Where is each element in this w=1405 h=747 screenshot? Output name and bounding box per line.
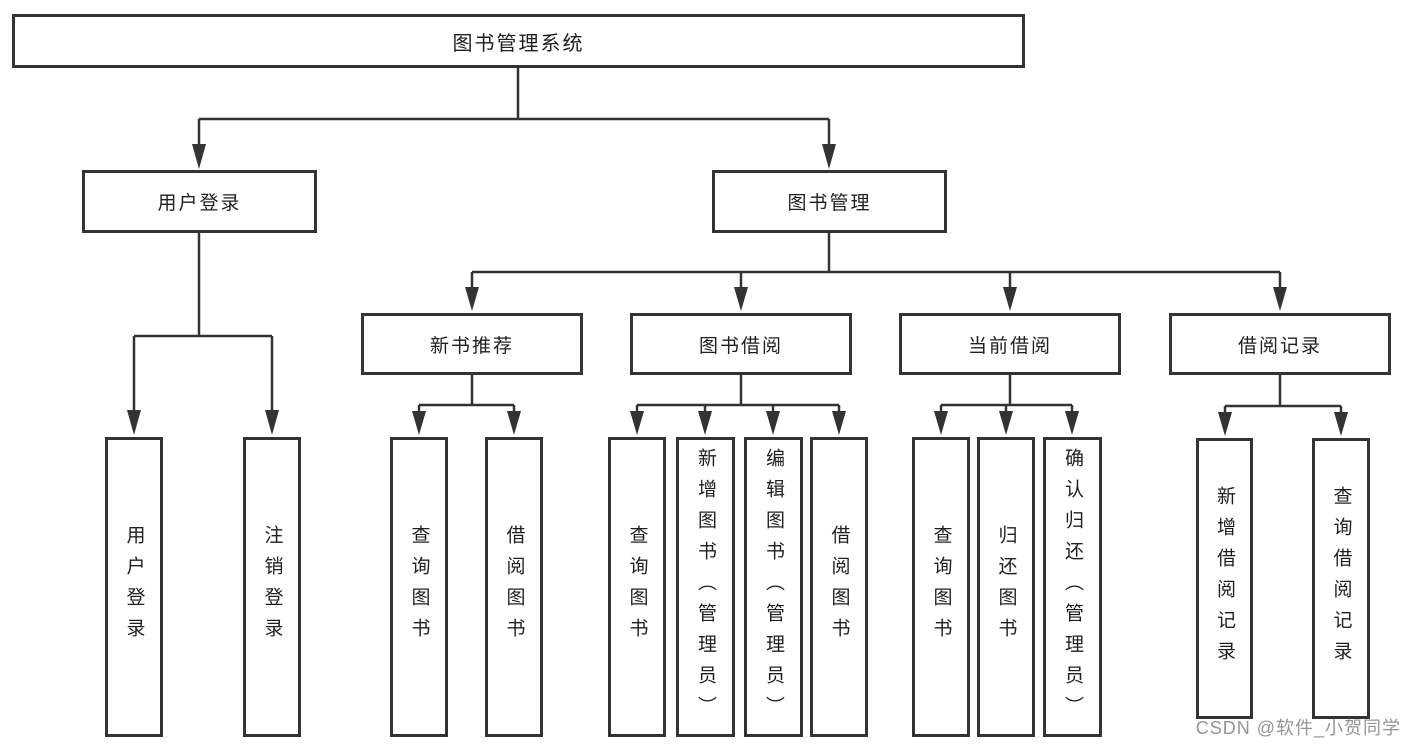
node-return-books-label: 归还图书 (995, 525, 1017, 649)
node-current-borrowing: 当前借阅 (899, 313, 1121, 375)
node-logout-label: 注销登录 (261, 525, 283, 649)
node-root: 图书管理系统 (12, 14, 1025, 68)
node-borrow-books: 借阅图书 (810, 437, 868, 737)
node-query-borrow-record-label: 查询借阅记录 (1330, 485, 1352, 672)
node-book-management-label: 图书管理 (787, 193, 872, 214)
node-user-login-label: 用户登录 (157, 193, 242, 214)
node-root-label: 图书管理系统 (452, 32, 585, 55)
node-query-borrow-record: 查询借阅记录 (1312, 438, 1370, 719)
node-new-book-recommend: 新书推荐 (361, 313, 583, 375)
node-edit-books-admin-label: 编辑图书（管理员） (763, 447, 784, 727)
connector-borrowing-records (1218, 375, 1348, 436)
connector-current-borrowing (934, 375, 1079, 435)
node-book-borrowing: 图书借阅 (630, 313, 852, 375)
node-query-books-borrowing-label: 查询图书 (626, 525, 648, 649)
node-borrow-books-recommend-label: 借阅图书 (503, 525, 525, 649)
node-add-books-admin-label: 新增图书（管理员） (695, 447, 716, 727)
node-borrow-books-recommend: 借阅图书 (485, 437, 543, 737)
connector-book-management (465, 233, 1287, 311)
node-query-books-current: 查询图书 (912, 437, 970, 737)
node-confirm-return-admin-label: 确认归还（管理员） (1062, 447, 1083, 727)
connector-new-book-recommend (412, 375, 521, 435)
node-query-books-borrowing: 查询图书 (608, 437, 666, 737)
node-add-borrow-record: 新增借阅记录 (1196, 438, 1253, 719)
node-add-books-admin: 新增图书（管理员） (676, 437, 735, 737)
node-borrow-books-label: 借阅图书 (828, 525, 850, 649)
node-borrowing-records-label: 借阅记录 (1237, 335, 1322, 357)
node-user-login-leaf: 用户登录 (105, 437, 163, 737)
node-user-login-leaf-label: 用户登录 (123, 525, 145, 649)
node-book-management: 图书管理 (712, 170, 947, 233)
node-user-login: 用户登录 (82, 170, 317, 233)
node-new-book-recommend-label: 新书推荐 (429, 335, 514, 357)
node-edit-books-admin: 编辑图书（管理员） (744, 437, 803, 737)
connector-book-borrowing (630, 375, 846, 435)
node-query-books-recommend: 查询图书 (390, 437, 448, 737)
watermark-text: CSDN @软件_小贺同学 (1195, 718, 1401, 738)
connector-user-login (127, 233, 279, 435)
node-query-books-recommend-label: 查询图书 (408, 525, 430, 649)
node-return-books: 归还图书 (977, 437, 1035, 737)
node-confirm-return-admin: 确认归还（管理员） (1043, 437, 1102, 737)
node-query-books-current-label: 查询图书 (930, 525, 952, 649)
connector-root (192, 68, 836, 169)
node-logout: 注销登录 (243, 437, 301, 737)
node-borrowing-records: 借阅记录 (1169, 313, 1391, 375)
node-add-borrow-record-label: 新增借阅记录 (1214, 485, 1235, 672)
node-current-borrowing-label: 当前借阅 (967, 335, 1052, 357)
node-book-borrowing-label: 图书借阅 (698, 335, 783, 357)
